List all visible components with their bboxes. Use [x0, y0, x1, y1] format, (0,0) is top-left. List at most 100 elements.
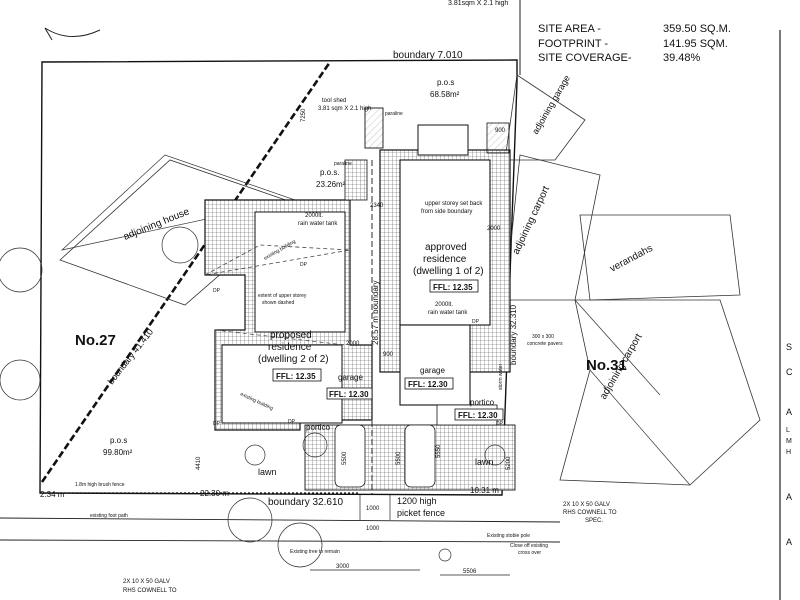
tank-left-2: rain water tank — [298, 221, 338, 227]
tool-shed-size: 3.81 sqm X 2.1 high — [318, 106, 371, 112]
ffl-approved: FFL: 12.35 — [433, 283, 473, 292]
site-top-note: 3.81sqm X 2.1 high — [448, 0, 509, 7]
garage-right-interior — [399, 324, 471, 406]
dim-22-30: 22.30 m — [200, 489, 229, 498]
adjoining-garage-label: adjoining garage — [530, 73, 572, 136]
dim-5550: 5550 — [436, 444, 442, 458]
picket-label-2: picket fence — [397, 508, 445, 518]
ffl-garage-left: FFL: 12.30 — [329, 390, 369, 399]
crossover-1: Close off existing — [510, 543, 548, 549]
boundary-right-label: boundary 32.310 — [509, 304, 518, 365]
tank-right-2: rain water tank — [428, 310, 468, 316]
dim-5506: 5506 — [463, 569, 477, 575]
upper-outline-2: shown dashed — [262, 300, 294, 306]
verandah-outline — [579, 214, 741, 301]
upper-setback-1: upper storey set back — [425, 201, 483, 207]
tree-front-1 — [227, 497, 273, 543]
ffl-portico-right-box — [454, 408, 504, 421]
boundary-top-label: boundary 7.010 — [393, 50, 463, 61]
dim-5200: 5200 — [506, 456, 512, 470]
garage-right-label: garage — [420, 366, 445, 375]
rear-stair-zone — [344, 159, 368, 201]
footprint-value: 141.95 SQM. — [663, 38, 728, 50]
dim-2000-b: 2000 — [346, 341, 360, 347]
site-area-label: SITE AREA - — [538, 23, 601, 35]
ffl-portico-right: FFL: 12.30 — [458, 411, 498, 420]
ffl-garage-right-box — [404, 377, 454, 390]
north-arrow-arc — [44, 27, 101, 37]
right-a3: A — [786, 537, 792, 547]
galv-right-1: 2X 10 X 50 GALV — [563, 502, 610, 508]
adjoining-carport-label-1: adjoining carport — [511, 184, 552, 256]
adjoining-house-27-roof — [60, 154, 297, 251]
lawn-right-label: lawn — [475, 457, 494, 467]
dim-2-34: 2.34 m — [40, 490, 65, 499]
house-31-roof-ridge-2 — [574, 299, 661, 396]
galv-right-2: RHS COWNELL TO — [563, 510, 617, 516]
tool-shed — [364, 107, 384, 149]
pos-left-area: 99.80m² — [103, 448, 133, 457]
car-left — [334, 424, 366, 488]
dp-f: DP — [496, 421, 504, 427]
galv-left-1: 2X 10 X 50 GALV — [123, 579, 170, 585]
lawn-left-label: lawn — [258, 467, 277, 477]
shrub-2 — [244, 444, 266, 466]
dim-1000-a: 1000 — [366, 506, 380, 512]
shrub-1 — [302, 432, 328, 458]
approved-label-2: residence — [423, 254, 467, 265]
pos-left-label: p.o.s — [110, 436, 127, 445]
tree-left-2 — [0, 359, 41, 401]
garage-left-label: garage — [338, 373, 363, 382]
north-arrow-tick — [44, 27, 53, 41]
tool-shed-label: tool shed — [322, 98, 346, 104]
rear-paving-strip — [486, 122, 510, 154]
upper-storey-dashed-outline — [204, 244, 351, 276]
right-h: H — [786, 449, 791, 456]
ffl-garage-right: FFL: 12.30 — [408, 380, 448, 389]
upper-setback-2: from side boundary — [421, 209, 472, 215]
picket-label-1: 1200 high — [397, 496, 437, 506]
dim-2340: 2340 — [370, 203, 384, 209]
dim-5500-b: 5500 — [396, 451, 402, 465]
trees — [0, 226, 506, 568]
dim-7250: 7250 — [301, 108, 307, 122]
approved-rear-projection — [417, 124, 469, 156]
pos-top-label: p.o.s — [437, 78, 454, 87]
tree-remain-label: Existing tree to remain — [290, 549, 340, 555]
upper-outline-1: extent of upper storey — [258, 293, 307, 299]
proposed-label-3: (dwelling 2 of 2) — [258, 354, 329, 365]
car-right — [404, 424, 436, 488]
pavers-2: concrete pavers — [527, 341, 563, 347]
tank-left-1: 2000lt. — [305, 213, 323, 219]
tree-front-2 — [277, 522, 323, 568]
dim-5500-a: 5500 — [342, 451, 348, 465]
storm-water-label: storm water — [498, 364, 504, 390]
pos-top-area: 68.58m² — [430, 90, 460, 99]
adjoining-carport-outline — [504, 154, 601, 301]
pos-mid-area: 23.26m² — [316, 180, 346, 189]
proposed-label-1: proposed — [270, 330, 312, 341]
right-s: S — [786, 342, 792, 352]
boundary-bottom-label: boundary 32.610 — [268, 497, 344, 508]
ffl-garage-left-box — [326, 387, 373, 400]
footprint-label: FOOTPRINT - — [538, 38, 609, 50]
dim-3000: 3000 — [336, 564, 350, 570]
approved-label-3: (dwelling 1 of 2) — [413, 266, 484, 277]
shrub-3 — [484, 444, 506, 466]
dp-b: DP — [213, 288, 221, 294]
dim-10-31: 10.31 m — [470, 486, 499, 495]
right-c: C — [786, 367, 793, 377]
right-a2: A — [786, 492, 792, 502]
left-boundary-fence — [40, 61, 332, 483]
existing-building-dashed — [214, 329, 346, 346]
dp-e: DP — [472, 319, 480, 325]
right-a1: A — [786, 407, 792, 417]
dim-2000-a: 2000 — [487, 226, 501, 232]
site-coverage-value: 39.48% — [663, 52, 701, 64]
house-31-outline — [559, 299, 761, 486]
footpath-line-2 — [0, 539, 561, 543]
right-m: M — [786, 438, 792, 445]
galv-left-2: RHS COWNELL TO — [123, 588, 177, 594]
dp-a: DP — [300, 262, 308, 268]
